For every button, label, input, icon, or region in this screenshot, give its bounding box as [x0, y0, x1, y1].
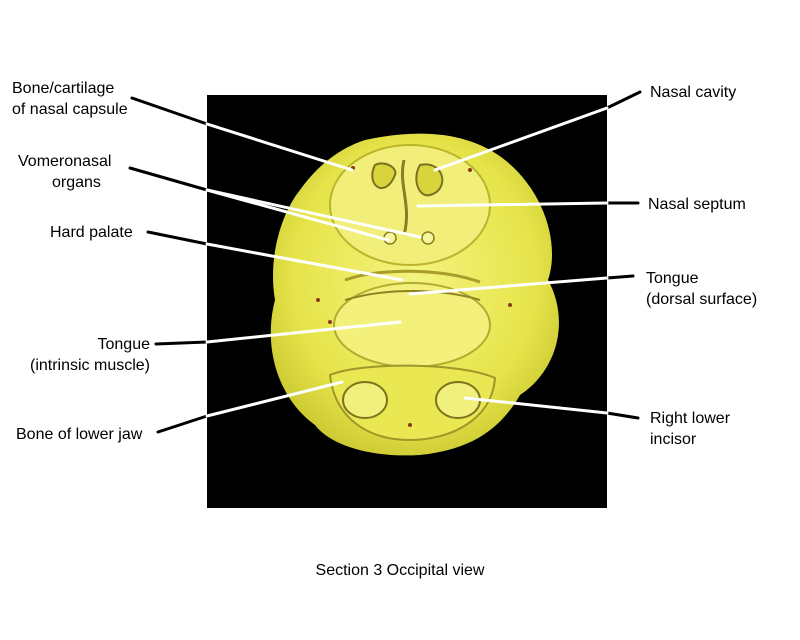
leader-incisor-white	[463, 396, 609, 415]
label-bone-cartilage-nasal-capsule: Bone/cartilage of nasal capsule	[12, 78, 128, 120]
leader-lower-jaw-white	[205, 380, 344, 418]
label-nasal-septum: Nasal septum	[648, 194, 746, 215]
label-line: Tongue	[97, 336, 151, 353]
tongue-dorsal-line	[344, 290, 481, 301]
label-line: of nasal capsule	[12, 101, 128, 118]
figure-caption: Section 3 Occipital view	[315, 562, 485, 579]
label-line: Nasal cavity	[650, 84, 737, 101]
speck	[508, 303, 512, 307]
leader-hard-palate-white	[205, 242, 404, 282]
nasal-cavity-left	[371, 162, 397, 189]
label-line: Bone/cartilage	[12, 80, 115, 97]
label-bone-of-lower-jaw: Bone of lower jaw	[16, 424, 142, 445]
label-tongue-dorsal-surface: Tongue (dorsal surface)	[646, 268, 757, 310]
leader-lines	[128, 90, 642, 434]
speck	[468, 168, 472, 172]
leader-bone-cartilage-black	[130, 96, 209, 126]
nasal-septum-shape	[400, 159, 408, 236]
label-vomeronasal-organs: Vomeronasal organs	[18, 151, 111, 193]
leader-vomeronasal-white-1	[205, 188, 390, 242]
leader-nasal-septum-white	[416, 201, 609, 208]
label-line: organs	[52, 174, 101, 191]
label-line: Right lower	[650, 410, 731, 427]
label-tongue-intrinsic-muscle: Tongue (intrinsic muscle)	[18, 334, 150, 376]
label-right-lower-incisor: Right lower incisor	[650, 408, 730, 450]
label-line: Tongue	[646, 270, 699, 287]
leader-tongue-intrinsic-black	[154, 340, 209, 346]
label-line: (intrinsic muscle)	[29, 357, 150, 374]
leader-vomeronasal-white-2	[205, 188, 422, 239]
label-line: (dorsal surface)	[646, 291, 758, 308]
leader-tongue-dorsal-white	[408, 276, 609, 296]
incisor-left	[342, 381, 388, 419]
leader-vomeronasal-black	[128, 166, 209, 192]
nasal-cavity-right	[415, 163, 444, 197]
label-line: Hard palate	[50, 224, 133, 241]
speck	[328, 320, 332, 324]
leader-hard-palate-black	[146, 230, 209, 246]
leader-bone-cartilage-white	[205, 122, 354, 172]
label-line: Nasal septum	[648, 196, 746, 213]
leader-tongue-dorsal-black	[605, 274, 635, 280]
vomeronasal-organ-right	[421, 231, 435, 245]
leader-tongue-intrinsic-white	[205, 320, 402, 344]
label-nasal-cavity: Nasal cavity	[650, 82, 736, 103]
leader-nasal-cavity-black	[605, 90, 642, 110]
label-hard-palate: Hard palate	[50, 222, 133, 243]
speck	[408, 423, 412, 427]
hard-palate-shape	[344, 269, 481, 284]
speck	[316, 298, 320, 302]
label-line: Vomeronasal	[18, 153, 112, 170]
leader-lower-jaw-black	[156, 414, 209, 434]
label-line: Bone of lower jaw	[16, 426, 143, 443]
label-line: incisor	[650, 431, 697, 448]
leader-nasal-cavity-white	[433, 106, 609, 172]
leader-incisor-black	[605, 411, 640, 420]
